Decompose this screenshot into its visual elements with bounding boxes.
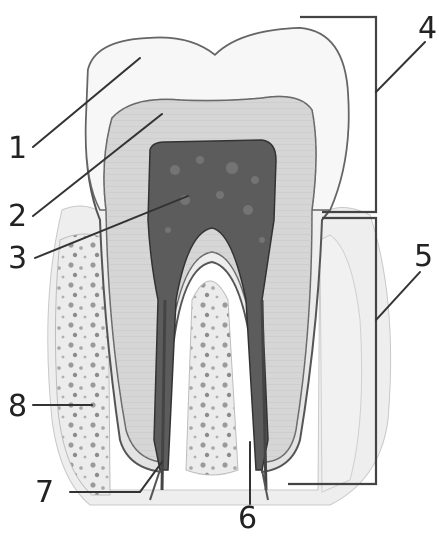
inter-root-bone xyxy=(186,281,238,475)
label-4: 4 xyxy=(418,11,437,46)
label-1: 1 xyxy=(8,131,27,166)
label-8: 8 xyxy=(8,389,27,424)
label-7: 7 xyxy=(35,475,54,510)
label-3: 3 xyxy=(8,241,27,276)
label-6: 6 xyxy=(238,501,257,536)
label-5: 5 xyxy=(414,239,433,274)
label-2: 2 xyxy=(8,199,27,234)
leader-4 xyxy=(376,42,425,92)
